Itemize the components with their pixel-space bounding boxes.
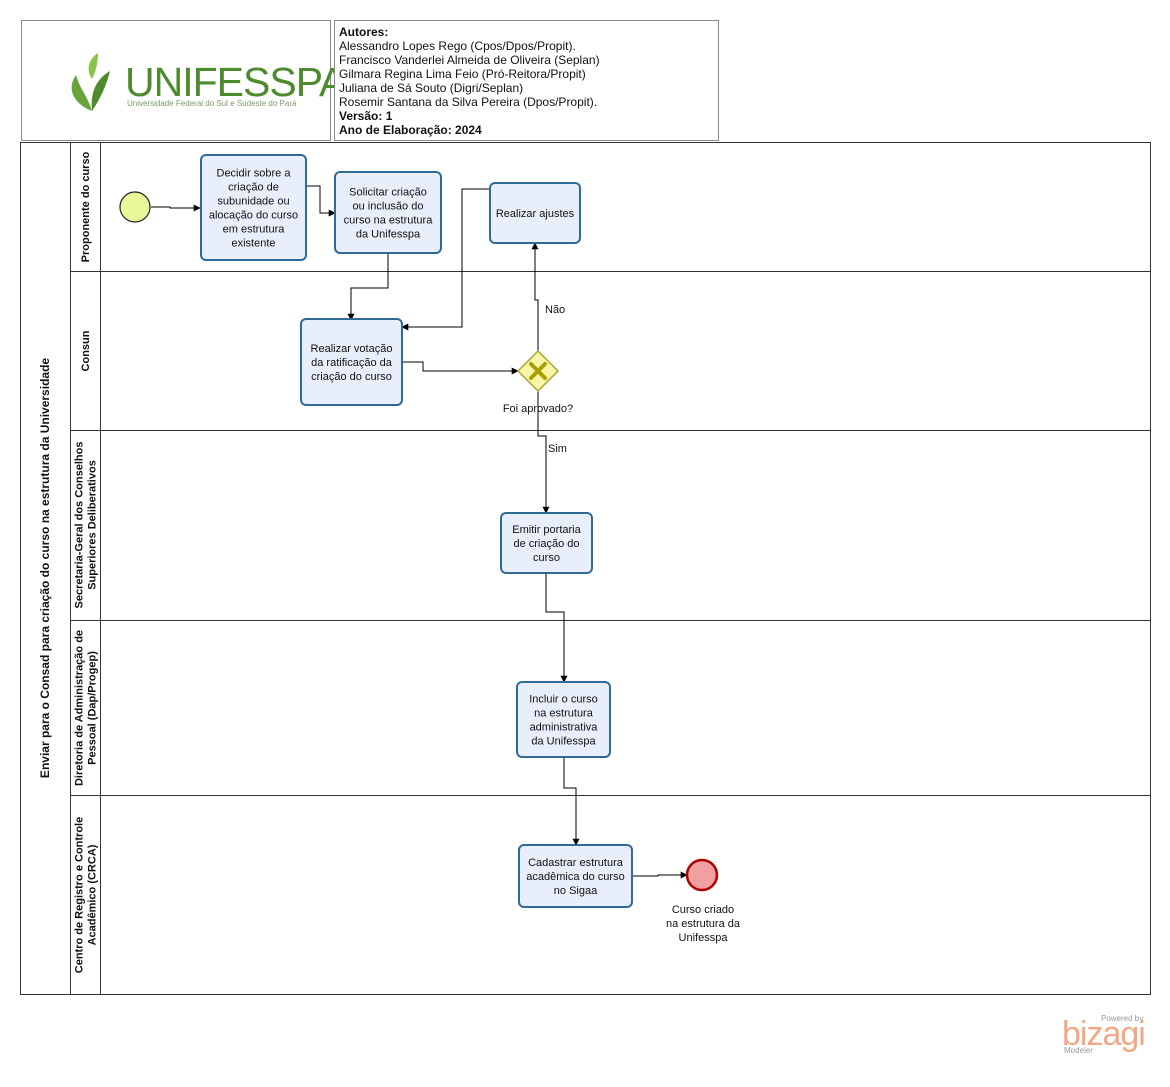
logo-wordmark: UNIFESSPA xyxy=(125,59,346,105)
author-line: Alessandro Lopes Rego (Cpos/Dpos/Propit)… xyxy=(339,39,576,53)
flow-incluir-to-cadastrar xyxy=(563,758,580,846)
author-line: Juliana de Sá Souto (Digri/Seplan) xyxy=(339,81,524,95)
pool: Enviar para o Consad para criação do cur… xyxy=(20,142,1151,995)
task-label-line: existente xyxy=(231,238,275,250)
bizagi-logo: bizagi xyxy=(1062,1015,1146,1053)
task-label-line: Realizar votação xyxy=(311,343,393,355)
end-event[interactable] xyxy=(685,858,719,892)
author-line: Francisco Vanderlei Almeida de Oliveira … xyxy=(339,53,600,67)
lane-label-dap: Pessoal (Dap/Progep) xyxy=(87,651,99,765)
lane-label-proponente: Proponente do curso xyxy=(80,151,92,262)
flow-portaria-to-incluir xyxy=(545,574,568,683)
lane-label-secretaria: Superiores Deliberativos xyxy=(87,460,99,590)
task-box xyxy=(200,154,307,261)
task-label-line: alocação do curso xyxy=(209,210,298,222)
task-label-line: Incluir o curso xyxy=(529,694,597,706)
task-label-line: Decidir sobre a xyxy=(217,168,292,180)
task-portaria[interactable]: Emitir portaria de criação do curso xyxy=(500,512,593,574)
task-box xyxy=(516,681,611,758)
start-event[interactable] xyxy=(119,191,151,223)
end-label-line: na estrutura da xyxy=(666,918,741,930)
task-label-line: criação de xyxy=(228,182,279,194)
task-label-line: da Unifesspa xyxy=(356,229,421,241)
task-box xyxy=(334,171,442,254)
flow-votacao-to-gateway xyxy=(402,361,519,375)
leaf-logo-icon xyxy=(71,53,110,111)
task-incluir[interactable]: Incluir o curso na estrutura administrativ… xyxy=(516,681,611,758)
lane-label-crca: Acadêmico (CRCA) xyxy=(87,844,99,945)
authors-panel: Autores: Alessandro Lopes Rego (Cpos/Dpo… xyxy=(334,20,719,141)
exclusive-gateway[interactable] xyxy=(516,349,560,393)
task-label-line: da Unifesspa xyxy=(531,736,596,748)
task-label-line: na estrutura xyxy=(534,708,594,720)
lane-label-secretaria: Secretaria-Geral dos Conselhos xyxy=(74,442,86,609)
gateway-x-icon xyxy=(529,362,547,380)
flow-start-to-decidir xyxy=(151,204,201,212)
year-label: Ano de Elaboração: 2024 xyxy=(339,123,482,137)
task-label-line: ou inclusão do xyxy=(353,201,424,213)
task-label-line: criação do curso xyxy=(311,371,392,383)
tasks: Decidir sobre a criação de subunidade ou al… xyxy=(200,154,633,908)
end-event-label: Curso criado na estrutura da Unifesspa xyxy=(666,904,741,944)
end-label-line: Unifesspa xyxy=(679,932,729,944)
task-label-line: acadêmica do curso xyxy=(526,871,624,883)
logo-subtitle: Universidade Federal do Sul e Sudeste do… xyxy=(127,99,297,108)
lane-label-consun: Consun xyxy=(80,330,92,371)
logo-panel: UNIFESSPA Universidade Federal do Sul e … xyxy=(21,20,346,141)
flow-solicitar-to-votacao xyxy=(347,253,389,321)
task-label-line: no Sigaa xyxy=(554,885,598,897)
version-label: Versão: 1 xyxy=(339,109,393,123)
sequence-flows xyxy=(151,185,688,879)
task-label-line: Solicitar criação xyxy=(349,187,427,199)
task-box xyxy=(518,844,633,908)
task-label-line: Cadastrar estrutura xyxy=(528,857,624,869)
task-ajustes[interactable]: Realizar ajustes xyxy=(489,182,581,244)
author-line: Gilmara Regina Lima Feio (Pró-Reitora/Pr… xyxy=(339,67,586,81)
pool-label: Enviar para o Consad para criação do cur… xyxy=(38,358,52,778)
task-label-line: de criação do xyxy=(513,538,579,550)
task-cadastrar[interactable]: Cadastrar estrutura acadêmica do curso no … xyxy=(518,844,633,908)
powered-by-text: Powered by xyxy=(1101,1014,1144,1023)
flow-ajustes-to-votacao xyxy=(401,188,490,331)
lane-label-crca: Centro de Registro e Controle xyxy=(74,817,86,973)
flow-gateway-to-portaria xyxy=(537,391,550,514)
task-box xyxy=(500,512,593,574)
bizagi-modeler-text: Modeler xyxy=(1064,1046,1093,1055)
task-label-line: Realizar ajustes xyxy=(496,208,575,220)
task-decidir[interactable]: Decidir sobre a criação de subunidade ou al… xyxy=(200,154,307,261)
flow-label-sim: Sim xyxy=(548,443,567,455)
task-label-line: subunidade ou xyxy=(217,196,289,208)
lane-labels: Proponente do cursoConsunSecretaria-Gera… xyxy=(74,151,99,973)
lane-label-dap: Diretoria de Administração de xyxy=(74,630,86,786)
task-label-line: curso xyxy=(533,552,560,564)
flow-label-nao: Não xyxy=(545,304,565,316)
task-votacao[interactable]: Realizar votação da ratificação da criação… xyxy=(300,318,403,406)
task-box xyxy=(489,182,581,244)
flow-decidir-to-solicitar xyxy=(306,185,336,217)
task-solicitar[interactable]: Solicitar criação ou inclusão do curso na … xyxy=(334,171,442,254)
end-label-line: Curso criado xyxy=(672,904,734,916)
task-label-line: em estrutura xyxy=(223,224,286,236)
task-label-line: administrativa xyxy=(530,722,599,734)
flow-cadastrar-to-end xyxy=(633,871,688,879)
task-box xyxy=(300,318,403,406)
gateway-label: Foi aprovado? xyxy=(503,403,573,415)
flow-gateway-to-ajustes xyxy=(531,242,539,351)
task-label-line: da ratificação da xyxy=(311,357,393,369)
author-line: Rosemir Santana da Silva Pereira (Dpos/P… xyxy=(339,95,598,109)
task-label-line: Emitir portaria xyxy=(512,524,581,536)
task-label-line: curso na estrutura xyxy=(344,215,434,227)
authors-title: Autores: xyxy=(339,25,389,39)
